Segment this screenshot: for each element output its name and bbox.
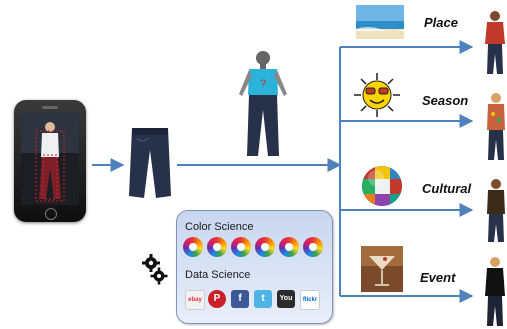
event-label: Event (420, 270, 456, 285)
person-photo (21, 113, 79, 205)
ebay-icon: ebay (185, 290, 205, 310)
season-label: Season (422, 93, 469, 108)
color-wheel-icon (255, 237, 275, 257)
gears-icon (142, 254, 168, 285)
twitter-icon: t (254, 290, 272, 308)
jeans-image (129, 128, 171, 198)
phone-home-button (45, 208, 57, 220)
smartphone (14, 100, 86, 222)
mannequin-outfit: ? (239, 51, 287, 156)
beach-image (356, 5, 404, 39)
phone-screen (21, 113, 79, 205)
color-wheel-icon (303, 237, 323, 257)
outfit-event (485, 257, 505, 326)
cocktail-image (361, 246, 403, 292)
color-science-label: Color Science (185, 221, 254, 233)
color-wheels-row (183, 237, 331, 259)
flags-globe-icon (362, 166, 402, 206)
youtube-icon: You (277, 290, 295, 308)
color-wheel-icon (279, 237, 299, 257)
color-wheel-icon (231, 237, 251, 257)
pinterest-icon: P (208, 290, 226, 308)
phone-speaker (42, 106, 58, 109)
place-label: Place (424, 15, 458, 30)
color-wheel-icon (183, 237, 203, 257)
facebook-icon: f (231, 290, 249, 308)
sun-icon (354, 73, 400, 117)
outfit-cultural (487, 179, 505, 242)
outfit-place (485, 11, 505, 74)
data-science-label: Data Science (185, 269, 251, 281)
outfit-season (487, 93, 505, 160)
cultural-label: Cultural (422, 181, 472, 196)
svg-text:?: ? (260, 78, 266, 90)
color-wheel-icon (207, 237, 227, 257)
flickr-icon: flickr (300, 290, 320, 310)
